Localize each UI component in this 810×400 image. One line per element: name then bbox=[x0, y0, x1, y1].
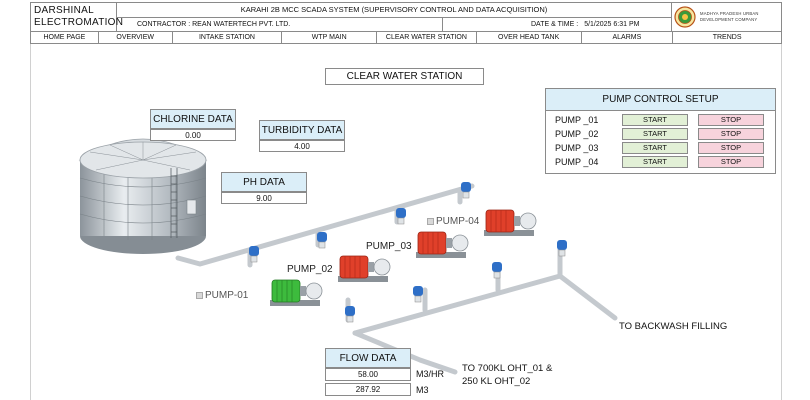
pump-control-title: PUMP CONTROL SETUP bbox=[546, 89, 775, 111]
nav-overview[interactable]: OVERVIEW bbox=[99, 32, 173, 43]
valve-icon bbox=[317, 232, 327, 249]
oht-label-line-1: TO 700KL OHT_01 & bbox=[462, 363, 553, 374]
pump-control-row: PUMP _01 START STOP bbox=[546, 113, 777, 127]
pump-04-stop-button[interactable]: STOP bbox=[698, 156, 764, 168]
pump-04-select-checkbox[interactable] bbox=[427, 218, 434, 225]
seal-icon bbox=[674, 6, 696, 28]
nav-wtp-main[interactable]: WTP MAIN bbox=[282, 32, 378, 43]
turbidity-label: TURBIDITY DATA bbox=[259, 120, 345, 140]
pump-name: PUMP _02 bbox=[555, 129, 599, 139]
ph-value: 9.00 bbox=[221, 192, 307, 204]
pump-03-stop-button[interactable]: STOP bbox=[698, 142, 764, 154]
contractor-text: CONTRACTOR : REAN WATERTECH PVT. LTD. bbox=[117, 18, 443, 33]
datetime: DATE & TIME : 5/1/2025 6:31 PM bbox=[443, 18, 671, 33]
pump-02-start-button[interactable]: START bbox=[622, 128, 688, 140]
nav-home-page[interactable]: HOME PAGE bbox=[31, 32, 99, 43]
pump-02-unit bbox=[338, 255, 391, 282]
logo-line-1: MADHYA PRADESH URBAN bbox=[700, 11, 759, 16]
header-bar: DARSHINAL ELECTROMATION KARAHI 2B MCC SC… bbox=[30, 2, 783, 33]
pump-name: PUMP _04 bbox=[555, 157, 599, 167]
pump-01-start-button[interactable]: START bbox=[622, 114, 688, 126]
nav-alarms[interactable]: ALARMS bbox=[582, 32, 674, 43]
brand-line-2: ELECTROMATION bbox=[34, 17, 124, 28]
pump-name: PUMP _01 bbox=[555, 115, 599, 125]
pump-01-unit bbox=[270, 279, 323, 306]
pump-01-label: PUMP-01 bbox=[205, 290, 249, 301]
valve-icon bbox=[413, 286, 423, 303]
pump-name: PUMP _03 bbox=[555, 143, 599, 153]
oht-label-line-2: 250 KL OHT_02 bbox=[462, 376, 531, 387]
system-title: KARAHI 2B MCC SCADA SYSTEM (SUPERVISORY … bbox=[117, 3, 671, 18]
pump-02-label: PUMP_02 bbox=[287, 264, 333, 275]
logo-line-2: DEVELOPMENT COMPANY bbox=[700, 17, 758, 22]
valve-icon bbox=[396, 208, 406, 225]
pump-control-row: PUMP _04 START STOP bbox=[546, 155, 777, 169]
flow-total: 287.92 bbox=[325, 383, 411, 396]
nav-over-head-tank[interactable]: OVER HEAD TANK bbox=[477, 32, 582, 43]
nav-clear-water-station[interactable]: CLEAR WATER STATION bbox=[377, 32, 477, 43]
flow-data: FLOW DATA bbox=[325, 348, 411, 368]
valve-group bbox=[249, 182, 567, 323]
valve-icon bbox=[492, 262, 502, 279]
datetime-label: DATE & TIME : bbox=[531, 21, 579, 28]
page-title: CLEAR WATER STATION bbox=[325, 68, 484, 85]
pump-03-start-button[interactable]: START bbox=[622, 142, 688, 154]
pump-control-row: PUMP _02 START STOP bbox=[546, 127, 777, 141]
flow-total-value: 287.92 bbox=[325, 383, 411, 396]
chlorine-value: 0.00 bbox=[150, 129, 236, 141]
mimic-panel bbox=[30, 44, 782, 400]
pump-03-label: PUMP_03 bbox=[366, 241, 412, 252]
pipe-network bbox=[175, 183, 618, 375]
valve-icon bbox=[345, 306, 355, 323]
company-logo: MADHYA PRADESH URBAN DEVELOPMENT COMPANY bbox=[671, 3, 783, 33]
backwash-label: TO BACKWASH FILLING bbox=[619, 321, 728, 332]
valve-icon bbox=[249, 246, 259, 263]
pump-04-start-button[interactable]: START bbox=[622, 156, 688, 168]
nav-intake-station[interactable]: INTAKE STATION bbox=[173, 32, 283, 43]
pump-04-label: PUMP-04 bbox=[436, 216, 480, 227]
ph-label: PH DATA bbox=[221, 172, 307, 192]
flow-rate-unit: M3/HR bbox=[416, 369, 445, 379]
turbidity-value: 4.00 bbox=[259, 140, 345, 152]
ph-data: PH DATA 9.00 bbox=[221, 172, 307, 204]
flow-rate-value: 58.00 bbox=[325, 368, 411, 381]
flow-total-unit: M3 bbox=[416, 385, 429, 395]
pump-01-stop-button[interactable]: STOP bbox=[698, 114, 764, 126]
pump-control-panel: PUMP CONTROL SETUP PUMP _01 START STOP P… bbox=[545, 88, 776, 174]
nav-bar: HOME PAGE OVERVIEW INTAKE STATION WTP MA… bbox=[30, 32, 782, 44]
brand-name: DARSHINAL ELECTROMATION bbox=[31, 3, 124, 33]
pump-control-row: PUMP _03 START STOP bbox=[546, 141, 777, 155]
pump-03-unit bbox=[416, 231, 469, 258]
datetime-value: 5/1/2025 6:31 PM bbox=[584, 21, 640, 28]
valve-icon bbox=[557, 240, 567, 257]
brand-line-1: DARSHINAL bbox=[34, 5, 94, 16]
chlorine-data: CHLORINE DATA 0.00 bbox=[150, 109, 236, 141]
turbidity-data: TURBIDITY DATA 4.00 bbox=[259, 120, 345, 152]
pump-01-select-checkbox[interactable] bbox=[196, 292, 203, 299]
flow-rate: 58.00 bbox=[325, 368, 411, 381]
pump-02-stop-button[interactable]: STOP bbox=[698, 128, 764, 140]
flow-label: FLOW DATA bbox=[325, 348, 411, 368]
valve-icon bbox=[461, 182, 471, 199]
nav-trends[interactable]: TRENDS bbox=[712, 34, 742, 41]
oht-label: TO 700KL OHT_01 & 250 KL OHT_02 bbox=[462, 362, 552, 388]
chlorine-label: CHLORINE DATA bbox=[150, 109, 236, 129]
storage-tank bbox=[78, 138, 208, 254]
pump-04-unit bbox=[484, 209, 537, 236]
